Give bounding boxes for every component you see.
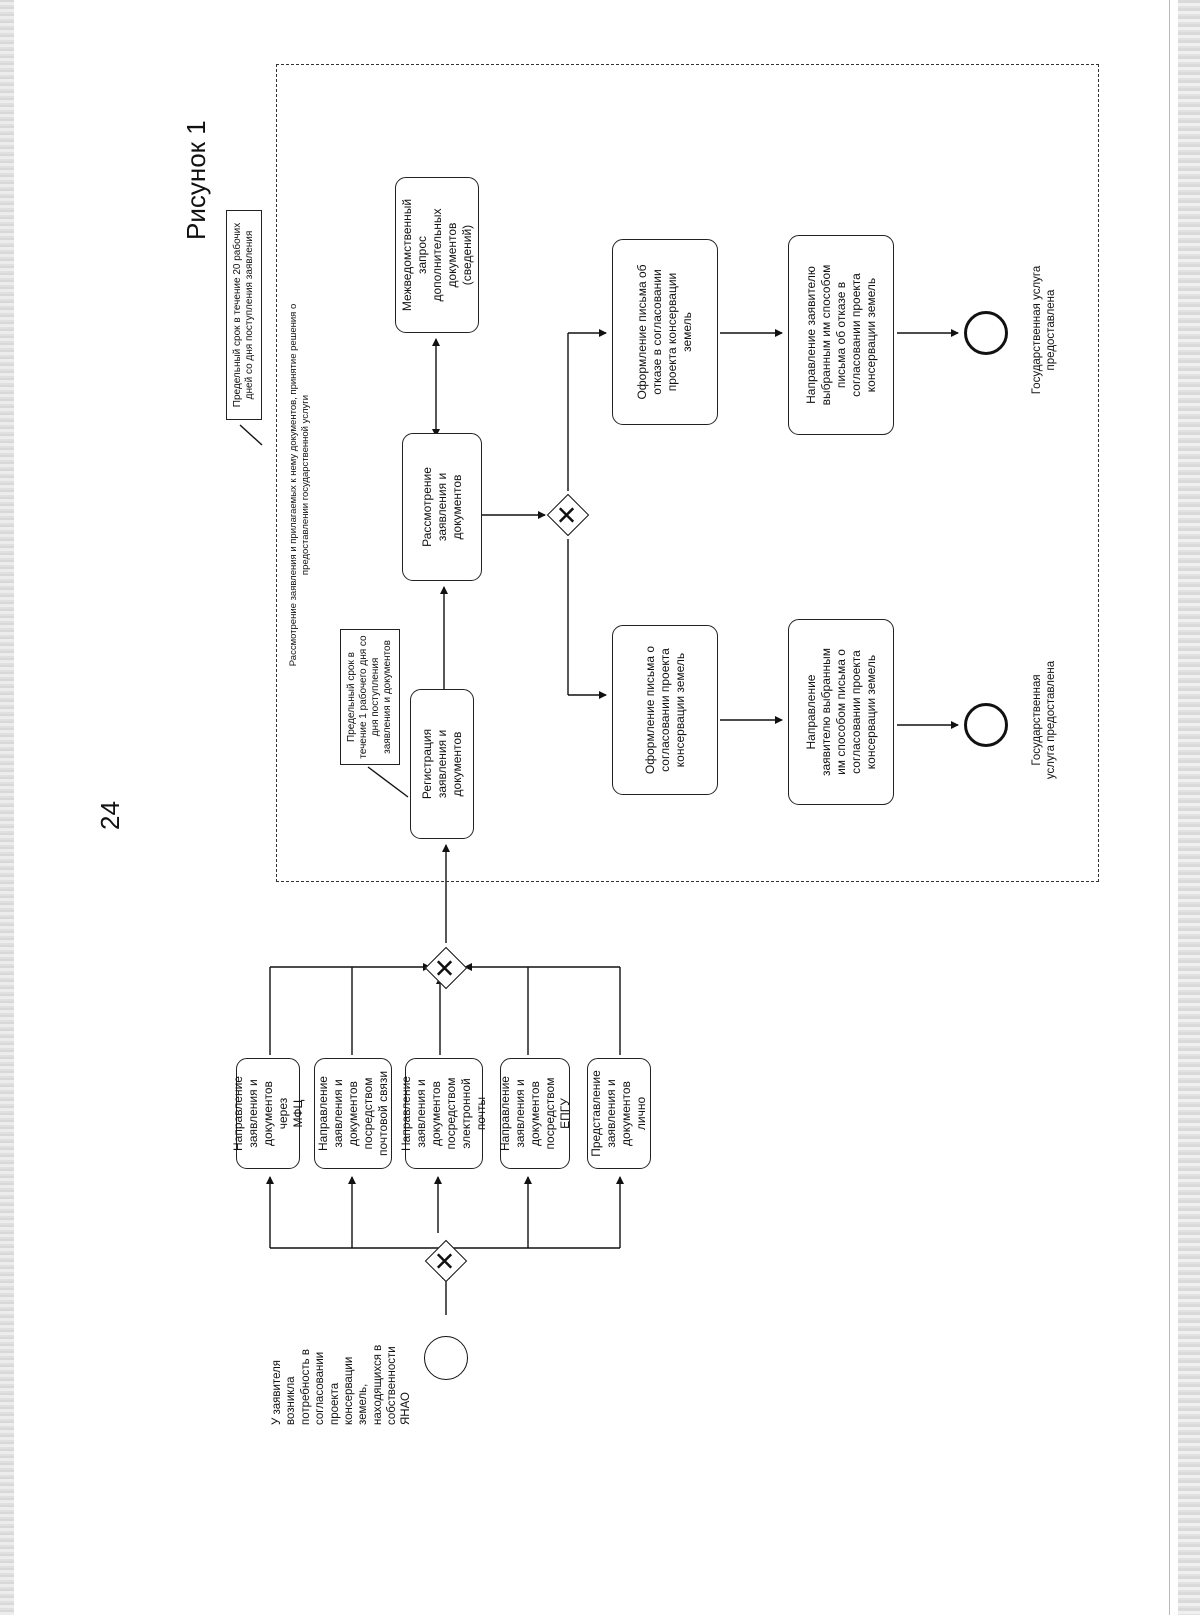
registration-deadline-note: Предельный срок в течение 1 рабочего дня… bbox=[340, 629, 400, 765]
end-event-refusal-label: Государственная услуга предоставлена bbox=[1031, 265, 1058, 395]
end-event-approval bbox=[964, 703, 1008, 747]
page-edge-line bbox=[1169, 0, 1170, 1615]
channel-epgu: Направление заявления и документов посре… bbox=[498, 1058, 572, 1169]
gateway-x-icon: ✕ bbox=[553, 504, 583, 526]
interagency-request-task: Межведомственный запрос дополнительных д… bbox=[395, 177, 479, 333]
channel-post: Направление заявления и документов посре… bbox=[314, 1058, 392, 1169]
start-event-label: У заявителя возникла потребность в согла… bbox=[271, 1344, 413, 1425]
channel-mfc: Направление заявления и документов через… bbox=[231, 1058, 305, 1169]
send-refusal-task: Направление заявителю выбранным им спосо… bbox=[788, 235, 894, 435]
pool-label: Рассмотрение заявления и прилагаемых к н… bbox=[288, 303, 311, 667]
gateway-x-icon: ✕ bbox=[431, 957, 461, 979]
pool-deadline-note: Предельный срок в течение 20 рабочих дне… bbox=[226, 210, 262, 420]
scan-edge-left bbox=[0, 0, 14, 1615]
channel-in-person: Представление заявления и документов лич… bbox=[587, 1058, 651, 1169]
registration-task: Регистрация заявления и документов bbox=[410, 689, 474, 839]
page-number: 24 bbox=[95, 801, 125, 830]
figure-title: Рисунок 1 bbox=[181, 120, 211, 240]
refusal-letter-task: Оформление письма об отказе в согласован… bbox=[612, 239, 718, 425]
channel-email: Направление заявления и документов посре… bbox=[399, 1058, 488, 1169]
end-event-approval-label: Государственная услуга предоставлена bbox=[1031, 660, 1058, 780]
scan-edge-right bbox=[1178, 0, 1200, 1615]
review-task: Рассмотрение заявления и документов bbox=[402, 433, 482, 581]
end-event-refusal bbox=[964, 311, 1008, 355]
send-approval-task: Направление заявителю выбранным им спосо… bbox=[788, 619, 894, 805]
approval-letter-task: Оформление письма о согласовании проекта… bbox=[612, 625, 718, 795]
gateway-x-icon: ✕ bbox=[431, 1250, 461, 1272]
start-event bbox=[424, 1336, 468, 1380]
